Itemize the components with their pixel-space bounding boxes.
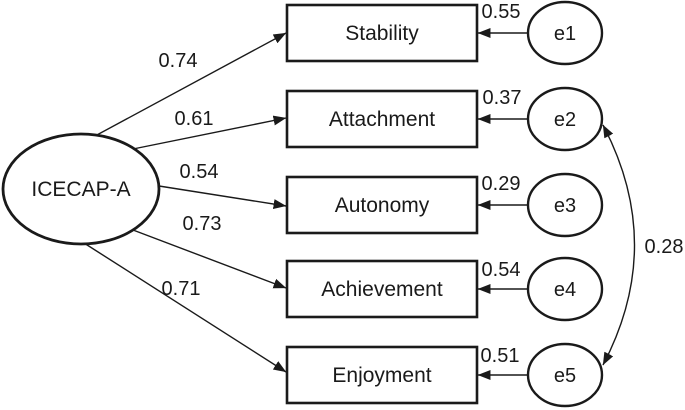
- indicator-label-enjoyment: Enjoyment: [332, 364, 431, 387]
- indicator-box-autonomy: [285, 175, 479, 235]
- error-label-e4: e4: [554, 279, 576, 301]
- indicator-label-autonomy: Autonomy: [335, 194, 430, 217]
- indicator-label-achievement: Achievement: [321, 278, 443, 301]
- error-label-e5: e5: [554, 365, 576, 387]
- loading-value-stability: 0.74: [159, 50, 198, 72]
- loading-arrow-enjoyment: [83, 242, 287, 373]
- loading-labels: 0.74 0.61 0.54 0.73 0.71: [159, 50, 222, 300]
- indicator-box-stability: [285, 3, 479, 63]
- loading-arrow-attachment: [132, 115, 287, 150]
- loading-value-attachment: 0.61: [175, 108, 214, 130]
- error-term-e3: e3: [526, 172, 604, 238]
- error-value-e1: 0.55: [482, 1, 521, 23]
- error-circle-e5: [526, 342, 604, 408]
- error-circle-e2: [526, 86, 604, 152]
- error-value-e2: 0.37: [483, 87, 522, 109]
- error-label-e2: e2: [554, 109, 576, 131]
- error-value-e3: 0.29: [482, 173, 521, 195]
- indicator-attachment: Attachment: [285, 89, 479, 149]
- indicator-box-achievement: [285, 259, 479, 319]
- loading-arrow-stability: [94, 32, 287, 137]
- loading-value-enjoyment: 0.71: [162, 278, 201, 300]
- loading-value-achievement: 0.73: [183, 213, 222, 235]
- error-term-e2: e2: [526, 86, 604, 152]
- indicator-label-stability: Stability: [345, 22, 419, 45]
- error-term-e5: e5: [526, 342, 604, 408]
- indicator-stability: Stability: [285, 3, 479, 63]
- latent-ellipse: [1, 132, 161, 246]
- indicator-achievement: Achievement: [285, 259, 479, 319]
- error-term-e4: e4: [526, 256, 604, 322]
- latent-label: ICECAP-A: [31, 178, 130, 201]
- error-value-e5: 0.51: [481, 345, 520, 367]
- indicator-autonomy: Autonomy: [285, 175, 479, 235]
- indicator-box-attachment: [285, 89, 479, 149]
- error-label-e1: e1: [554, 23, 576, 45]
- error-term-e1: e1: [526, 0, 604, 66]
- error-circle-e3: [526, 172, 604, 238]
- error-value-labels: 0.55 0.37 0.29 0.54 0.51: [481, 1, 522, 367]
- error-label-e3: e3: [554, 195, 576, 217]
- error-arrows: [477, 28, 528, 380]
- indicator-label-attachment: Attachment: [329, 108, 435, 131]
- loading-arrow-autonomy: [158, 185, 287, 209]
- covariance-value: 0.28: [645, 236, 684, 258]
- error-circle-e4: [526, 256, 604, 322]
- indicator-enjoyment: Enjoyment: [285, 345, 479, 405]
- error-value-e4: 0.54: [482, 259, 521, 281]
- error-circle-e1: [526, 0, 604, 66]
- loading-arrow-achievement: [132, 229, 287, 289]
- covariance-arrow-e2-e5: [602, 124, 636, 366]
- loading-value-autonomy: 0.54: [180, 161, 219, 183]
- loading-arrows: [83, 32, 287, 373]
- indicator-box-enjoyment: [285, 345, 479, 405]
